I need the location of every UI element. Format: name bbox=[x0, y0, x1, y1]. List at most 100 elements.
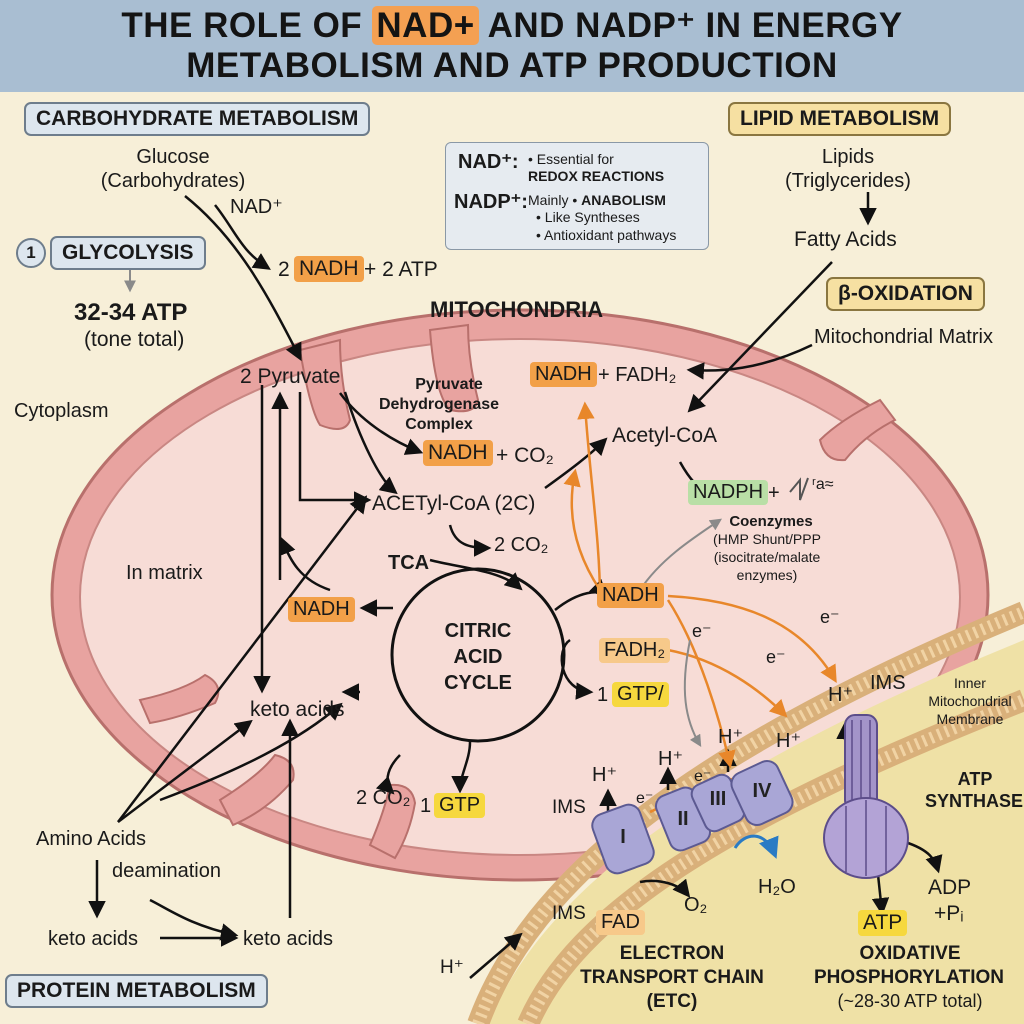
tca-nadh-left-badge: NADH bbox=[288, 597, 355, 622]
water-arrow bbox=[733, 834, 779, 859]
title-suffix: AND NADP⁺ IN ENERGY bbox=[487, 6, 903, 45]
acetyl-coa-2c-label: ACETyl-CoA (2C) bbox=[372, 492, 536, 515]
nadph-badge: NADPH bbox=[688, 480, 769, 505]
electron-label-2: e⁻ bbox=[820, 607, 840, 627]
title-line-1: THE ROLE OF NAD+ AND NADP⁺ IN ENERGY bbox=[0, 6, 1024, 46]
pdc-line-2: Dehydrogenase bbox=[378, 396, 500, 413]
deamination-label: deamination bbox=[112, 860, 221, 882]
atp-synthase-label-1: ATP bbox=[957, 769, 993, 789]
complex-IV-label: IV bbox=[752, 780, 772, 802]
complex-I-label: I bbox=[620, 826, 626, 848]
mitochondrial-matrix-label: Mitochondrial Matrix bbox=[814, 326, 993, 348]
atp-total-note: (tone total) bbox=[84, 328, 185, 351]
legend-box: NAD⁺: • Essential for REDOX REACTIONS NA… bbox=[445, 142, 709, 250]
proton-label-bottom: H⁺ bbox=[440, 957, 464, 978]
fatty-acids-label: Fatty Acids bbox=[794, 228, 897, 251]
legend-nad-line1: • Essential for bbox=[528, 151, 614, 167]
inner-membrane-lower bbox=[517, 689, 1024, 1024]
legend-nadp-label: NADP⁺: bbox=[454, 191, 528, 213]
triglycerides-label: (Triglycerides) bbox=[785, 170, 911, 192]
carbohydrates-label: (Carbohydrates) bbox=[100, 170, 246, 192]
proton-label-ii: H⁺ bbox=[658, 748, 683, 770]
title-line-2: METABOLISM AND ATP PRODUCTION bbox=[186, 46, 838, 85]
pdc-line-3: Complex bbox=[405, 416, 473, 433]
ims-label-left: IMS bbox=[552, 797, 586, 818]
tca-fadh2-badge: FADH₂ bbox=[599, 638, 671, 663]
lipid-fadh2-label: + FADH₂ bbox=[598, 364, 677, 386]
coenzymes-line-3: enzymes) bbox=[736, 567, 798, 583]
pdc-co2-label: + CO₂ bbox=[496, 444, 554, 467]
in-matrix-label: In matrix bbox=[126, 562, 203, 584]
lipid-acetyl-coa-label: Acetyl-CoA bbox=[612, 424, 718, 447]
ims-label-bottom: IMS bbox=[552, 903, 586, 924]
fad-badge: FAD bbox=[596, 910, 645, 935]
oxygen-label: O₂ bbox=[684, 894, 708, 916]
legend-nad-line2: REDOX REACTIONS bbox=[528, 168, 665, 184]
pi-label: +Pᵢ bbox=[934, 902, 964, 925]
mitochondria-label: MITOCHONDRIA bbox=[430, 297, 604, 322]
nadph-garbled-label: ʳa≈ bbox=[812, 476, 834, 493]
pdc-co2-out-label: 2 CO₂ bbox=[494, 534, 549, 556]
tca-gtp-bottom-prefix: 1 bbox=[420, 795, 432, 817]
pdc-nadh-badge: NADH bbox=[423, 440, 493, 466]
lipid-nadh-badge: NADH bbox=[530, 362, 597, 387]
beta-oxidation-header: β-OXIDATION bbox=[826, 277, 985, 311]
inner-membrane-label-3: Membrane bbox=[936, 711, 1004, 727]
cycle-label-line-1: CITRIC bbox=[444, 620, 512, 642]
protein-keto-acids-left: keto acids bbox=[48, 928, 139, 950]
oxphos-label-2: PHOSPHORYLATION bbox=[813, 967, 1004, 988]
tca-gtp-bottom-badge: GTP bbox=[434, 793, 486, 818]
glycolysis-product-suffix: + 2 ATP bbox=[364, 258, 438, 281]
tca-keto-acids-label: keto acids bbox=[250, 698, 345, 721]
electron-label-1: e⁻ bbox=[692, 621, 712, 641]
inner-membrane-label-1: Inner bbox=[954, 675, 986, 691]
inner-membrane-upper bbox=[467, 601, 1024, 1024]
etc-label-line-1: ELECTRON bbox=[619, 943, 725, 964]
etc-label-line-2: TRANSPORT CHAIN bbox=[580, 967, 764, 988]
tca-gtp-right-prefix: 1 bbox=[597, 684, 609, 706]
legend-nadp-line2: • Like Syntheses bbox=[536, 209, 640, 225]
proton-label-side: H⁺ bbox=[776, 730, 801, 752]
nadph-plus-label: + bbox=[768, 482, 780, 504]
glycolysis-step-number: 1 bbox=[16, 238, 46, 268]
oxphos-total-label: (~28-30 ATP total) bbox=[837, 991, 983, 1011]
cycle-label-line-3: CYCLE bbox=[444, 672, 512, 694]
complex-II-label: II bbox=[677, 808, 689, 830]
protein-keto-acids-right: keto acids bbox=[243, 928, 334, 950]
proton-label-iv: H⁺ bbox=[718, 726, 743, 748]
atp-total-label: 32-34 ATP bbox=[74, 299, 188, 326]
coenzymes-line-1: (HMP Shunt/PPP bbox=[713, 531, 821, 547]
complex-III-label: III bbox=[709, 788, 727, 810]
pathway-arrows bbox=[88, 192, 943, 979]
water-label: H₂O bbox=[758, 876, 796, 898]
oxphos-label-1: OXIDATIVE bbox=[859, 943, 961, 964]
pyruvate-label: 2 Pyruvate bbox=[240, 365, 341, 388]
inner-membrane-label-2: Mitochondrial bbox=[928, 693, 1012, 709]
legend-nadp-line1-prefix: Mainly • bbox=[528, 192, 578, 208]
etc-label-line-3: (ETC) bbox=[646, 991, 698, 1012]
tca-nadh-right-badge: NADH bbox=[597, 583, 664, 608]
title-prefix: THE ROLE OF bbox=[121, 6, 363, 45]
atp-product-badge: ATP bbox=[858, 910, 908, 936]
glucose-label: Glucose bbox=[136, 146, 210, 168]
cycle-label-line-2: ACID bbox=[453, 646, 503, 668]
nad-input-label: NAD⁺ bbox=[230, 196, 283, 218]
ims-label-top: IMS bbox=[870, 672, 906, 694]
carbohydrate-metabolism-header: CARBOHYDRATE METABOLISM bbox=[24, 102, 371, 136]
etc-complex-I bbox=[591, 803, 655, 875]
glycolysis-header: GLYCOLYSIS bbox=[50, 236, 206, 270]
proton-label-ims: H⁺ bbox=[828, 684, 853, 706]
electron-label-5: e⁻ bbox=[694, 768, 712, 785]
cytoplasm-label: Cytoplasm bbox=[14, 400, 109, 422]
atp-synthase-illustration bbox=[823, 714, 909, 879]
protein-metabolism-header: PROTEIN METABOLISM bbox=[5, 974, 268, 1008]
tca-co2-bottom-label: 2 CO₂ bbox=[356, 787, 411, 809]
glycolysis-nadh-badge: NADH bbox=[294, 256, 364, 282]
tca-label: TCA bbox=[388, 552, 430, 574]
tca-gtp-right-badge: GTP/ bbox=[612, 682, 669, 707]
amino-acids-label: Amino Acids bbox=[36, 828, 147, 850]
lipid-metabolism-header: LIPID METABOLISM bbox=[728, 102, 952, 136]
electron-label-3: e⁻ bbox=[766, 647, 786, 667]
coenzymes-title: Coenzymes bbox=[729, 513, 813, 530]
